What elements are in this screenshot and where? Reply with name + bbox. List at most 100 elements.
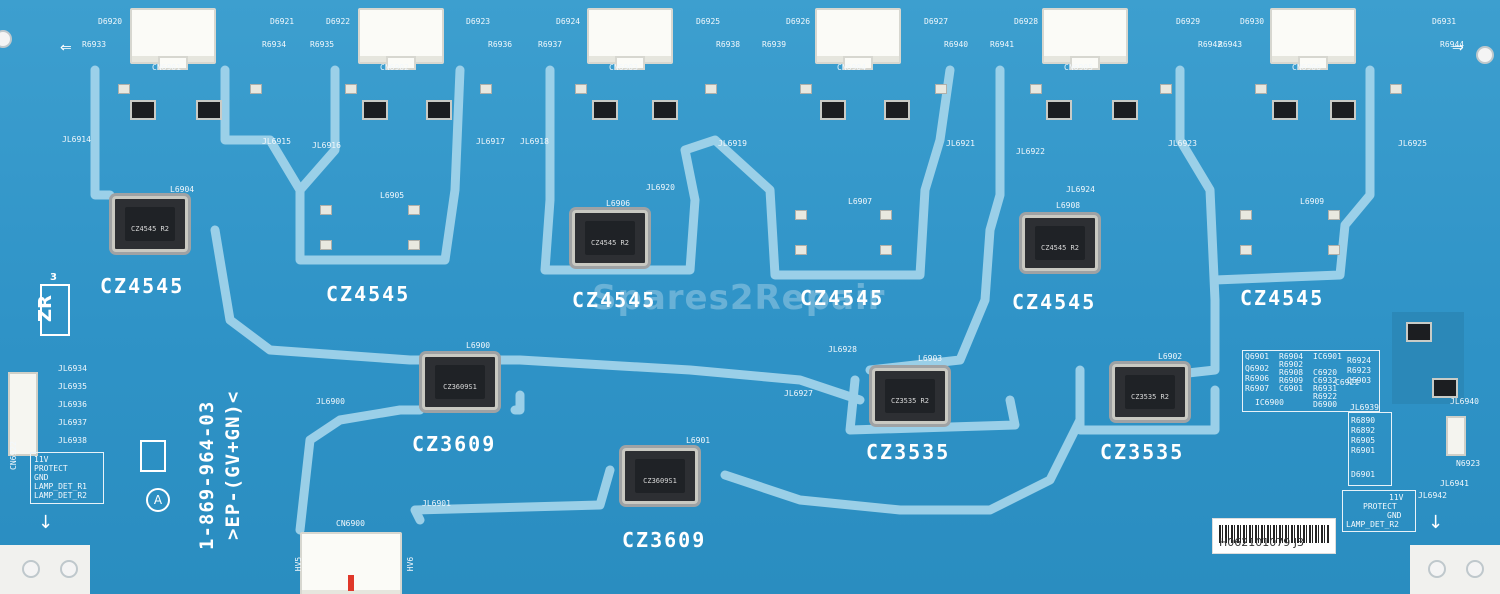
pad — [320, 205, 332, 215]
connector-latch-mark — [348, 575, 354, 591]
lot-sticker: H062101079 J3 — [1212, 518, 1336, 554]
silk-label: R6933 — [82, 40, 107, 49]
connector-label: CN6902 — [380, 63, 409, 72]
board-variant: >EP-(GV+GN)< — [222, 390, 244, 540]
protect-legend-left: 11V PROTECT GND LAMP_DET_R1 LAMP_DET_R2 — [30, 452, 104, 504]
transformer-ref: L6907 — [848, 197, 873, 206]
lot-code: H062101079 J3 — [1219, 536, 1304, 549]
pad — [1240, 245, 1252, 255]
part-name: CZ4545 — [800, 286, 885, 310]
jumper-label: JL6927 — [784, 389, 813, 398]
opto-chip — [1046, 100, 1072, 120]
pad — [705, 84, 717, 94]
silk-label: D6930 — [1240, 17, 1265, 26]
jumper-label: JL6900 — [316, 397, 345, 406]
connector-cn6906 — [1270, 8, 1356, 70]
component-block-right: Q6901 R6904 IC6901 R6924 Q6902 R6902 R69… — [1242, 350, 1380, 412]
mount-hole — [0, 30, 12, 48]
silk-label: D6926 — [786, 17, 811, 26]
opto-chip — [1330, 100, 1356, 120]
jumper-label: JL6916 — [312, 141, 341, 150]
pad — [575, 84, 587, 94]
connector-cn6905 — [1042, 8, 1128, 70]
jumper-label: JL6941 — [1440, 479, 1469, 488]
mount-hole — [1476, 46, 1494, 64]
pad — [1240, 210, 1252, 220]
jumper-label: JL6919 — [718, 139, 747, 148]
transformer-ref: L6902 — [1158, 352, 1183, 361]
silk-label: D6923 — [466, 17, 491, 26]
opto-chip — [652, 100, 678, 120]
jumper-label: JL6938 — [58, 436, 87, 445]
silk-label: R6940 — [944, 40, 969, 49]
part-name: CZ3609 — [412, 432, 497, 456]
silk-label: D6922 — [326, 17, 351, 26]
arrow-left-icon: ⇐ — [60, 40, 72, 56]
transformer-ref: L6904 — [170, 185, 195, 194]
pad — [320, 240, 332, 250]
jumper-label: JL6924 — [1066, 185, 1095, 194]
transformer-ref: L6909 — [1300, 197, 1325, 206]
connector-cn6901 — [130, 8, 216, 70]
silk-label: R6935 — [310, 40, 335, 49]
part-name: CZ4545 — [1012, 290, 1097, 314]
mount-hole — [1428, 560, 1446, 578]
pin-label: HV6 — [406, 556, 416, 572]
jumper-label: JL6915 — [262, 137, 291, 146]
mount-hole — [22, 560, 40, 578]
opto-chip — [130, 100, 156, 120]
pad — [408, 240, 420, 250]
transformer-l6903: CZ3535 R2 — [872, 368, 948, 424]
jumper-label: JL6942 — [1418, 491, 1447, 500]
connector-label: CN6903 — [609, 63, 638, 72]
transformer-l6904: CZ4545 R2 — [112, 196, 188, 252]
pad — [880, 245, 892, 255]
pad — [408, 205, 420, 215]
silk-label: R6938 — [716, 40, 741, 49]
jumper-label: JL6935 — [58, 382, 87, 391]
pad — [795, 210, 807, 220]
pad — [250, 84, 262, 94]
part-name: CZ3535 — [866, 440, 951, 464]
ic-chip — [1406, 322, 1432, 342]
opto-chip — [592, 100, 618, 120]
transformer-l6902: CZ3535 R2 — [1112, 364, 1188, 420]
jumper-label: JL6934 — [58, 364, 87, 373]
connector-label: CN6906 — [1292, 63, 1321, 72]
silk-label: D6924 — [556, 17, 581, 26]
part-name: CZ4545 — [1240, 286, 1325, 310]
jumper-label: JL6921 — [946, 139, 975, 148]
jumper-label: JL6923 — [1168, 139, 1197, 148]
silk-label: R6943 — [1218, 40, 1243, 49]
silk-label: D6931 — [1432, 17, 1457, 26]
connector-small — [1446, 416, 1466, 456]
silk-label: D6920 — [98, 17, 123, 26]
connector-cn6904 — [815, 8, 901, 70]
pad — [935, 84, 947, 94]
pad — [1160, 84, 1172, 94]
jumper-label: JL6922 — [1016, 147, 1045, 156]
transformer-l6901: CZ3609S1 — [622, 448, 698, 504]
transformer-ref: L6905 — [380, 191, 405, 200]
silk-label: R6942 — [1198, 40, 1223, 49]
silk-label: D6929 — [1176, 17, 1201, 26]
silk-label: R6944 — [1440, 40, 1465, 49]
pad — [118, 84, 130, 94]
transformer-l6906: CZ4545 R2 — [572, 210, 648, 266]
transformer-ref: L6900 — [466, 341, 491, 350]
silk-label: R6936 — [488, 40, 513, 49]
pad — [345, 84, 357, 94]
transformer-l6900: CZ3609S1 — [422, 354, 498, 410]
transformer-l6908: CZ4545 R2 — [1022, 215, 1098, 271]
opto-chip — [820, 100, 846, 120]
part-name: CZ3535 — [1100, 440, 1185, 464]
connector-label: CN6901 — [152, 63, 181, 72]
jumper-label: JL6940 — [1450, 397, 1479, 406]
opto-chip — [196, 100, 222, 120]
connector-cn6903 — [587, 8, 673, 70]
silk-label: D6921 — [270, 17, 295, 26]
transformer-ref: L6903 — [918, 354, 943, 363]
silk-label: D6925 — [696, 17, 721, 26]
jumper-label: JL6937 — [58, 418, 87, 427]
watermark: Spares2Repair — [592, 278, 886, 318]
